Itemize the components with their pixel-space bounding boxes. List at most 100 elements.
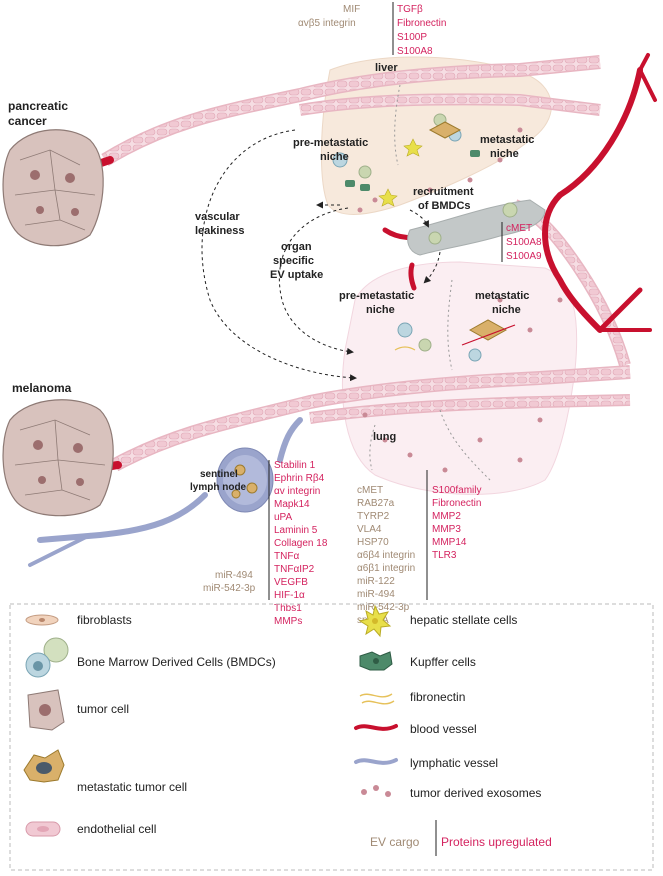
lung-pre-metastatic-label-1: pre-metastatic [339, 290, 414, 302]
bmdc-protein-item: cMET [506, 223, 532, 234]
legend-fibronectin-label: fibronectin [410, 690, 465, 704]
vascular-leakiness-label-1: vascular [195, 211, 240, 223]
legend-exosomes: tumor derived exosomes [361, 785, 541, 800]
lung-protein-item: MMP2 [432, 511, 461, 522]
niche-divider-lines [369, 84, 491, 481]
vascular-leakiness-label-2: leakiness [195, 225, 245, 237]
blood-vessel-icon [354, 724, 398, 731]
legend-hepatic-stellate-label: hepatic stellate cells [410, 613, 517, 627]
fibronectin-icon [359, 693, 393, 698]
legend-fibronectin: fibronectin [359, 690, 465, 705]
bmdc-proteins-list: cMET S100A8 S100A9 [506, 223, 542, 262]
lung-cargo-item: TYRP2 [357, 511, 390, 522]
lung-cargo-item: α6β1 integrin [357, 563, 415, 574]
liver-niche-cells [332, 113, 480, 207]
legend-cargo-key: EV cargo Proteins upregulated [370, 820, 552, 856]
sentinel-lymph-node [216, 447, 274, 513]
endothelial-vessel-top [101, 55, 601, 166]
lung-protein-item: TLR3 [432, 550, 457, 561]
bmdc-protein-item: S100A8 [506, 237, 542, 248]
recruitment-bmdcs-label-2: of BMDCs [418, 200, 471, 212]
bmdc-icon [43, 637, 69, 663]
legend-metastatic-tumor-cell-label: metastatic tumor cell [77, 780, 187, 794]
legend-kupffer-label: Kupffer cells [410, 655, 476, 669]
lymphatic-vessel-icon [354, 758, 398, 765]
lymph-protein-item: Stabilin 1 [274, 460, 316, 471]
exosome-dots [357, 127, 563, 473]
lung-label: lung [373, 431, 396, 443]
top-protein-item: S100A8 [397, 46, 433, 57]
top-protein-item: TGFβ [397, 4, 423, 15]
lung-cargo-list: cMET RAB27a TYRP2 VLA4 HSP70 α6β4 integr… [357, 485, 415, 626]
legend-bmdcs-label: Bone Marrow Derived Cells (BMDCs) [77, 655, 276, 669]
organ-specific-label-1: organ [281, 241, 312, 253]
lymph-protein-item: Thbs1 [274, 603, 302, 614]
top-cargo-item: αvβ5 integrin [298, 18, 356, 29]
legend-ev-cargo-label: EV cargo [370, 835, 420, 849]
pancreatic-cancer-label-2: cancer [8, 114, 47, 128]
lung-pre-metastatic-label-2: niche [366, 304, 395, 316]
lung-cargo-item: RAB27a [357, 498, 395, 509]
lung-cargo-item: miR-542-3p [357, 602, 410, 613]
sentinel-label-2: lymph node [190, 482, 247, 493]
legend-metastatic-tumor-cell: metastatic tumor cell [23, 749, 187, 794]
legend-fibroblasts-label: fibroblasts [77, 613, 132, 627]
lung-cargo-item: VLA4 [357, 524, 382, 535]
legend-kupffer: Kupffer cells [359, 651, 476, 671]
legend-bmdcs: Bone Marrow Derived Cells (BMDCs) [25, 637, 276, 678]
legend-blood-vessel: blood vessel [354, 722, 477, 736]
lymph-cargo-item: miR-542-3p [203, 583, 256, 594]
lymph-protein-item: αv integrin [274, 486, 320, 497]
legend-lymphatic-vessel: lymphatic vessel [354, 756, 498, 770]
lymph-cargo-item: miR-494 [215, 570, 253, 581]
lymph-protein-item: MMPs [274, 616, 302, 627]
lymph-protein-item: TNFα [274, 551, 299, 562]
top-protein-item: S100P [397, 32, 427, 43]
exosome-icon [361, 789, 367, 795]
organ-specific-label-3: EV uptake [270, 269, 323, 281]
lung-cargo-item: HSP70 [357, 537, 389, 548]
bone-marrow-structure [407, 199, 546, 256]
lymph-protein-item: Laminin 5 [274, 525, 318, 536]
lung-protein-item: MMP3 [432, 524, 461, 535]
lung-cargo-item: cMET [357, 485, 383, 496]
top-proteins-list: TGFβ Fibronectin S100P S100A8 [397, 4, 446, 57]
liver-metastatic-label-1: metastatic [480, 134, 534, 146]
legend: fibroblasts Bone Marrow Derived Cells (B… [9, 603, 654, 871]
lymph-protein-item: Collagen 18 [274, 538, 328, 549]
lymph-node-cargo-list: miR-494 miR-542-3p [203, 570, 256, 594]
lung-metastatic-label-2: niche [492, 304, 521, 316]
lymph-protein-item: HIF-1α [274, 590, 305, 601]
lung-niche-cells [394, 319, 516, 362]
melanoma-label: melanoma [12, 381, 72, 395]
legend-fibroblasts: fibroblasts [25, 613, 132, 627]
lymph-node-proteins-list: Stabilin 1 Ephrin Rβ4 αv integrin Mapk14… [274, 460, 328, 627]
legend-exosomes-label: tumor derived exosomes [410, 786, 541, 800]
lung-protein-item: S100family [432, 485, 481, 496]
cargo-divider-lines [268, 2, 503, 600]
legend-endothelial-cell: endothelial cell [25, 821, 156, 837]
endothelial-vessel-bottom [111, 365, 631, 472]
lymph-protein-item: Ephrin Rβ4 [274, 473, 325, 484]
flow-arrows [201, 129, 441, 382]
legend-blood-vessel-label: blood vessel [410, 722, 477, 736]
lung-cargo-item: α6β4 integrin [357, 550, 415, 561]
top-ev-cargo-list: MIF αvβ5 integrin [298, 4, 360, 29]
lymph-protein-item: VEGFB [274, 577, 308, 588]
lymph-protein-item: uPA [274, 512, 292, 523]
lung-protein-item: Fibronectin [432, 498, 481, 509]
legend-tumor-cell-label: tumor cell [77, 702, 129, 716]
pancreatic-tumor [2, 129, 104, 247]
liver-pre-metastatic-label-1: pre-metastatic [293, 137, 368, 149]
recruitment-bmdcs-label-1: recruitment [413, 186, 474, 198]
lymph-protein-item: TNFαIP2 [274, 564, 315, 575]
legend-lymphatic-vessel-label: lymphatic vessel [410, 756, 498, 770]
legend-proteins-upregulated-label: Proteins upregulated [441, 835, 552, 849]
top-protein-item: Fibronectin [397, 18, 446, 29]
lung-cargo-item: miR-122 [357, 576, 395, 587]
organ-specific-label-2: specific [273, 255, 314, 267]
lung-cargo-item: miR-494 [357, 589, 395, 600]
lymph-protein-item: Mapk14 [274, 499, 310, 510]
lung-proteins-list: S100family Fibronectin MMP2 MMP3 MMP14 T… [432, 485, 481, 561]
